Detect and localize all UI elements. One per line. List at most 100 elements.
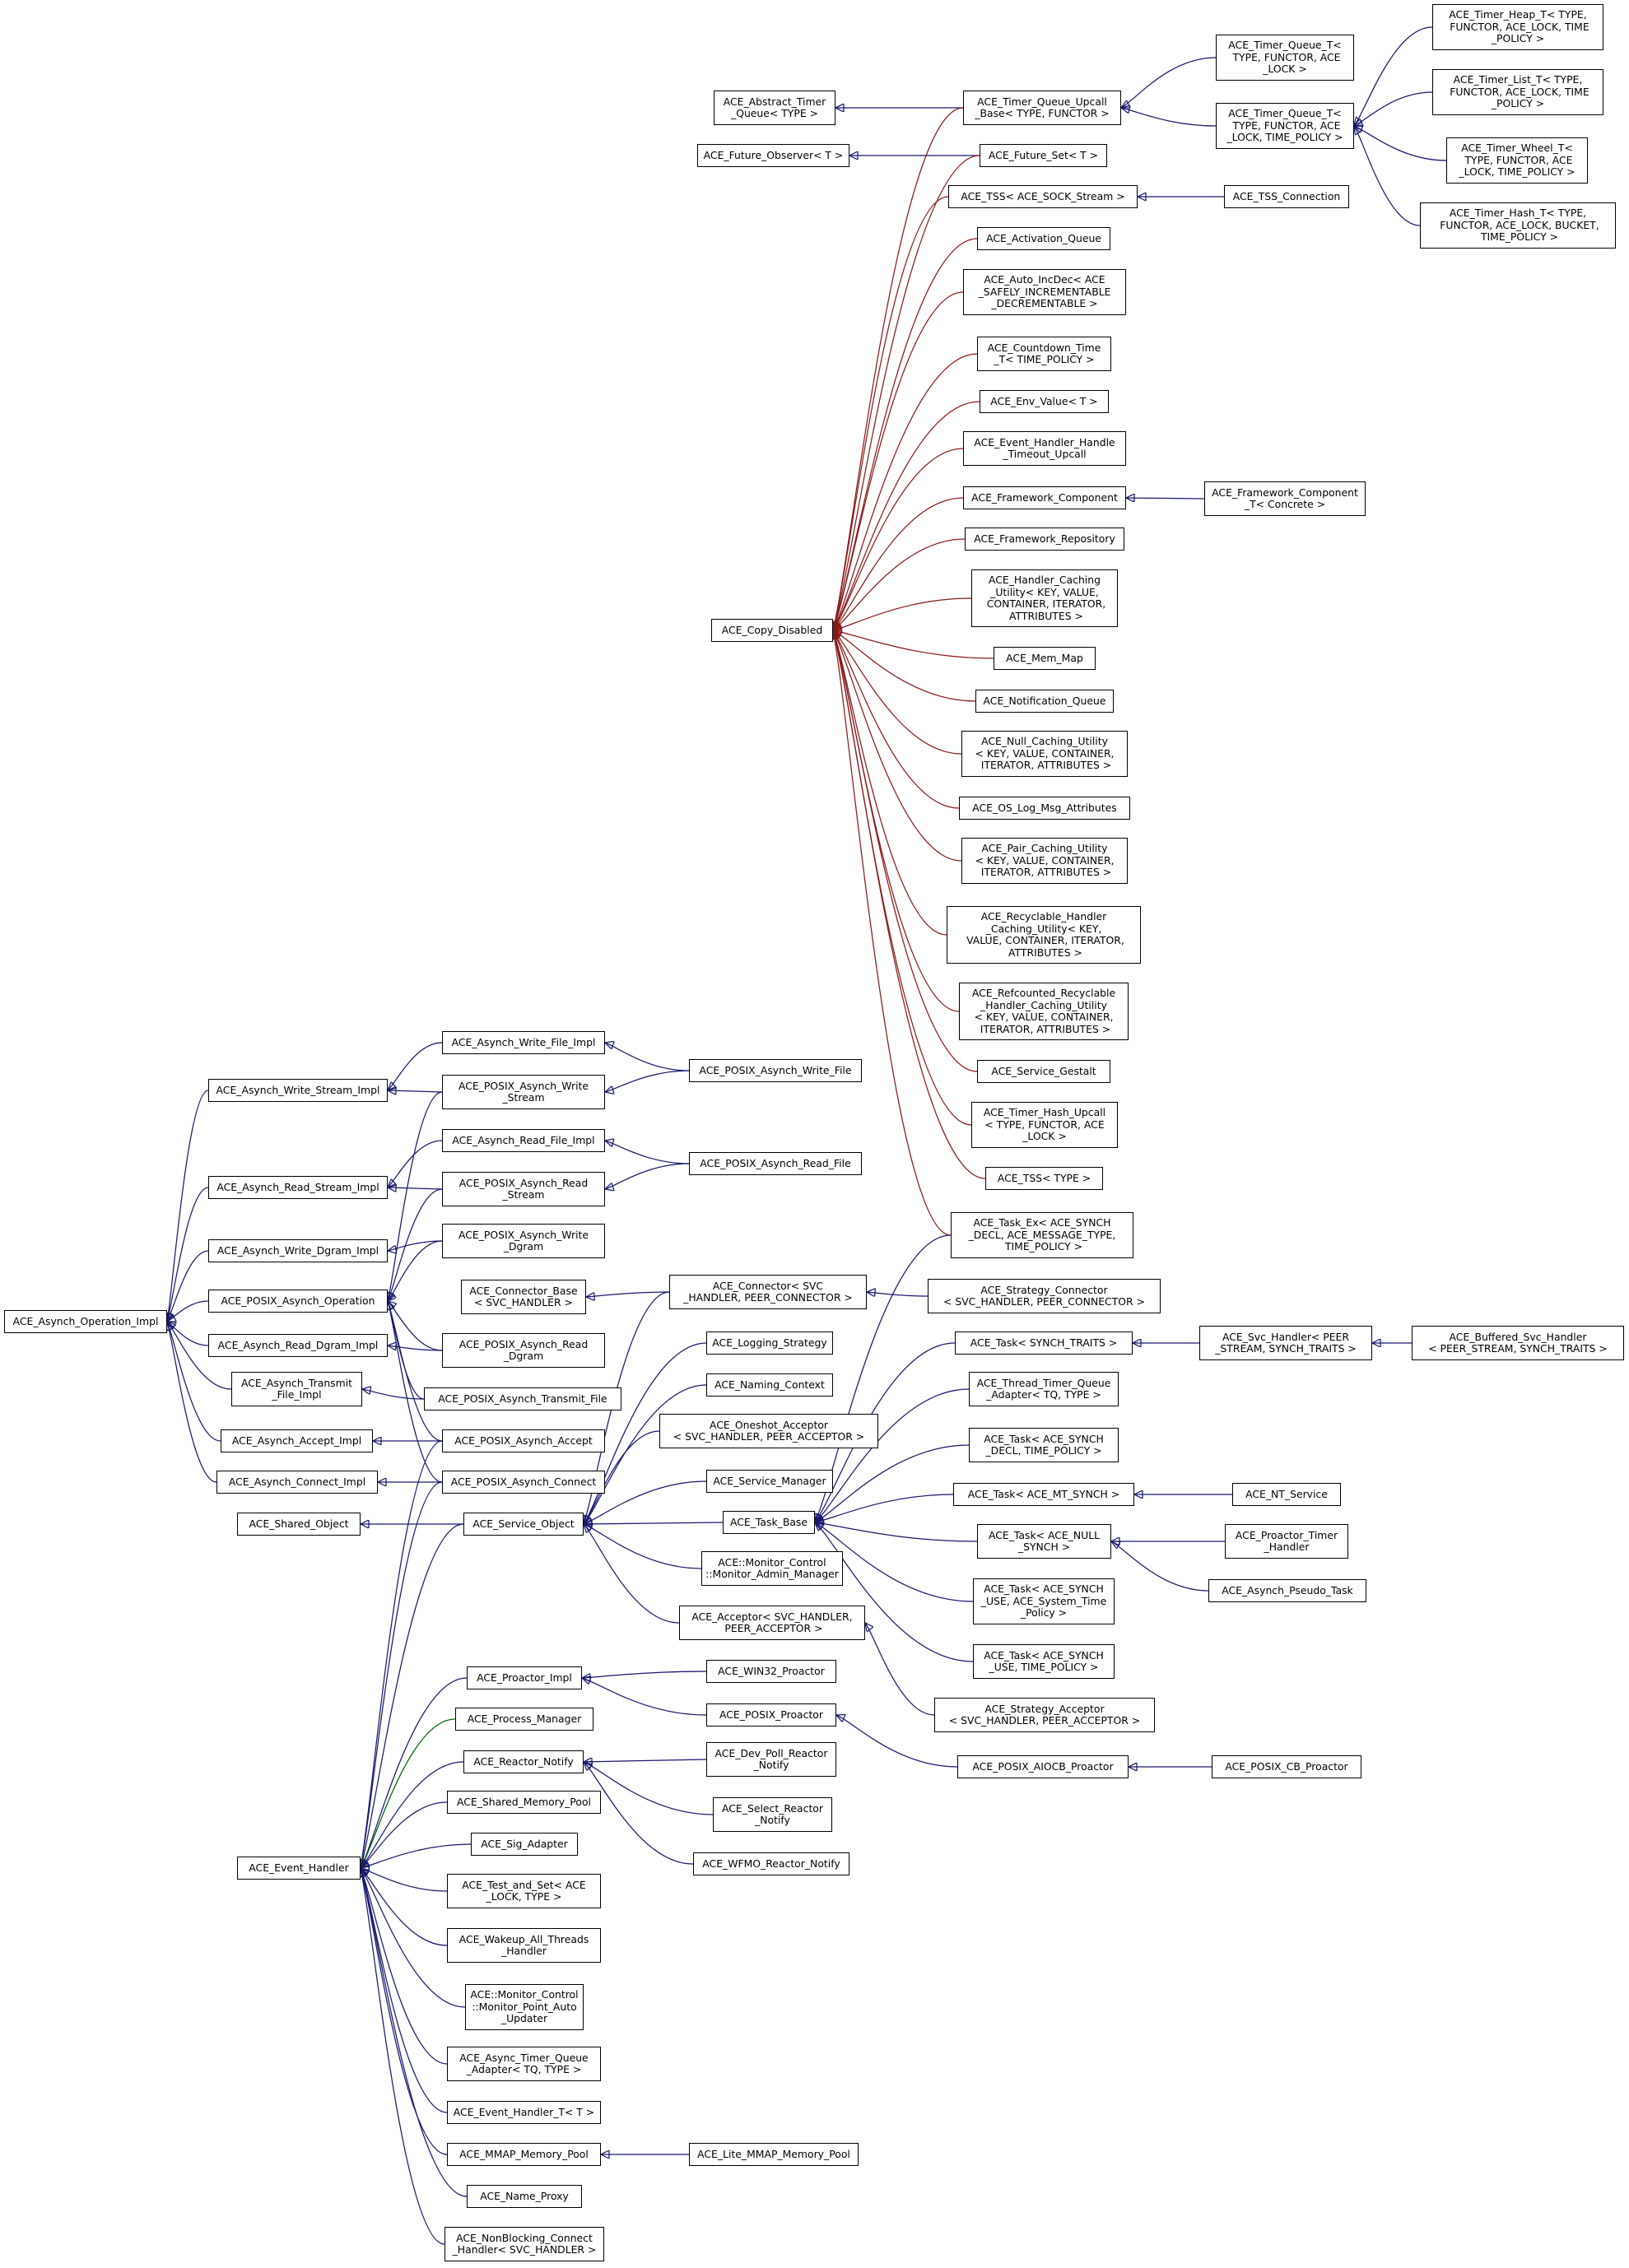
class-node-pawf[interactable]: ACE_POSIX_Asynch_Write_File xyxy=(689,1059,862,1082)
class-node-frep[interactable]: ACE_Framework_Repository xyxy=(965,527,1124,551)
class-node-tsu[interactable]: ACE_Task< ACE_SYNCH _USE, ACE_System_Tim… xyxy=(973,1578,1115,1624)
class-node-patf[interactable]: ACE_POSIX_Asynch_Transmit_File xyxy=(424,1387,621,1411)
class-node-oacc[interactable]: ACE_Oneshot_Acceptor < SVC_HANDLER, PEER… xyxy=(659,1414,878,1448)
class-node-pao[interactable]: ACE_POSIX_Asynch_Operation xyxy=(208,1290,388,1313)
class-node-tqt4[interactable]: ACE_Timer_Queue_T< TYPE, FUNCTOR, ACE _L… xyxy=(1216,103,1354,149)
class-node-ncu[interactable]: ACE_Null_Caching_Utility < KEY, VALUE, C… xyxy=(961,731,1128,777)
class-node-taskex[interactable]: ACE_Task_Ex< ACE_SYNCH _DECL, ACE_MESSAG… xyxy=(951,1212,1133,1258)
class-node-tas[interactable]: ACE_Test_and_Set< ACE _LOCK, TYPE > xyxy=(447,1874,601,1908)
class-node-fobs[interactable]: ACE_Future_Observer< T > xyxy=(697,144,849,167)
class-node-pars[interactable]: ACE_POSIX_Asynch_Read _Stream xyxy=(442,1172,605,1206)
class-node-pth[interactable]: ACE_Proactor_Timer _Handler xyxy=(1225,1524,1348,1559)
class-node-arsi[interactable]: ACE_Asynch_Read_Stream_Impl xyxy=(208,1176,388,1199)
class-node-cdis[interactable]: ACE_Copy_Disabled xyxy=(711,619,833,642)
class-node-aai[interactable]: ACE_Asynch_Accept_Impl xyxy=(221,1429,373,1452)
class-node-pcbp[interactable]: ACE_POSIX_CB_Proactor xyxy=(1212,1755,1361,1778)
class-node-twheel[interactable]: ACE_Timer_Wheel_T< TYPE, FUNCTOR, ACE _L… xyxy=(1446,137,1588,184)
class-node-smp[interactable]: ACE_Shared_Memory_Pool xyxy=(447,1791,601,1814)
class-node-oslog[interactable]: ACE_OS_Log_Msg_Attributes xyxy=(959,797,1130,820)
class-node-thu[interactable]: ACE_Timer_Hash_Upcall < TYPE, FUNCTOR, A… xyxy=(971,1102,1118,1148)
class-node-acc[interactable]: ACE_Acceptor< SVC_HANDLER, PEER_ACCEPTOR… xyxy=(679,1606,865,1640)
class-node-envv[interactable]: ACE_Env_Value< T > xyxy=(980,390,1109,413)
class-node-nbch[interactable]: ACE_NonBlocking_Connect _Handler< SVC_HA… xyxy=(444,2227,604,2261)
class-node-tssc[interactable]: ACE_TSS_Connection xyxy=(1224,185,1349,208)
class-node-tsutp[interactable]: ACE_Task< ACE_SYNCH _USE, TIME_POLICY > xyxy=(973,1644,1115,1679)
class-node-awsi[interactable]: ACE_Asynch_Write_Stream_Impl xyxy=(208,1079,388,1102)
class-node-cbase[interactable]: ACE_Connector_Base < SVC_HANDLER > xyxy=(461,1280,586,1314)
class-node-fset[interactable]: ACE_Future_Set< T > xyxy=(980,144,1107,167)
class-node-aeh[interactable]: ACE_Event_Handler xyxy=(237,1857,361,1880)
class-node-wath[interactable]: ACE_Wakeup_All_Threads _Handler xyxy=(447,1928,601,1963)
class-node-sgest[interactable]: ACE_Service_Gestalt xyxy=(977,1060,1110,1083)
class-node-mpau[interactable]: ACE::Monitor_Control ::Monitor_Point_Aut… xyxy=(465,1984,584,2030)
class-node-awfi[interactable]: ACE_Asynch_Write_File_Impl xyxy=(442,1031,605,1054)
class-node-tsst[interactable]: ACE_TSS< TYPE > xyxy=(985,1167,1103,1190)
class-node-pard[interactable]: ACE_POSIX_Asynch_Read _Dgram xyxy=(442,1333,605,1368)
class-node-paws[interactable]: ACE_POSIX_Asynch_Write _Stream xyxy=(442,1075,605,1109)
class-node-rnot[interactable]: ACE_Reactor_Notify xyxy=(463,1750,584,1773)
class-node-mmap[interactable]: ACE_MMAP_Memory_Pool xyxy=(447,2143,601,2166)
class-node-pmgr[interactable]: ACE_Process_Manager xyxy=(455,1708,593,1731)
class-node-sacc[interactable]: ACE_Strategy_Acceptor < SVC_HANDLER, PEE… xyxy=(934,1698,1155,1732)
class-node-tlist[interactable]: ACE_Timer_List_T< TYPE, FUNCTOR, ACE_LOC… xyxy=(1432,69,1603,115)
class-node-mmapm[interactable]: ACE_Mem_Map xyxy=(994,647,1096,670)
class-node-sobj[interactable]: ACE_Service_Object xyxy=(463,1513,584,1536)
class-node-awdi[interactable]: ACE_Asynch_Write_Dgram_Impl xyxy=(208,1239,388,1262)
class-node-tqt2[interactable]: ACE_Timer_Queue_T< TYPE, FUNCTOR, ACE _L… xyxy=(1216,35,1354,81)
class-node-atq[interactable]: ACE_Abstract_Timer _Queue< TYPE > xyxy=(714,91,835,125)
class-node-aid[interactable]: ACE_Auto_IncDec< ACE _SAFELY_INCREMENTAB… xyxy=(963,269,1126,315)
class-node-pcu[interactable]: ACE_Pair_Caching_Utility < KEY, VALUE, C… xyxy=(961,838,1128,884)
class-node-paa[interactable]: ACE_POSIX_Asynch_Accept xyxy=(442,1429,605,1452)
class-node-apt[interactable]: ACE_Asynch_Pseudo_Task xyxy=(1208,1579,1366,1602)
class-node-tqu[interactable]: ACE_Timer_Queue_Upcall _Base< TYPE, FUNC… xyxy=(963,91,1121,125)
class-node-bsvch[interactable]: ACE_Buffered_Svc_Handler < PEER_STREAM, … xyxy=(1412,1326,1624,1360)
class-node-lmmap[interactable]: ACE_Lite_MMAP_Memory_Pool xyxy=(689,2143,859,2166)
class-node-cdt[interactable]: ACE_Countdown_Time _T< TIME_POLICY > xyxy=(977,337,1111,371)
class-node-parf[interactable]: ACE_POSIX_Asynch_Read_File xyxy=(689,1152,862,1175)
class-node-arfi[interactable]: ACE_Asynch_Read_File_Impl xyxy=(442,1129,605,1152)
class-node-pac[interactable]: ACE_POSIX_Asynch_Connect xyxy=(442,1471,605,1494)
class-node-ttqa[interactable]: ACE_Thread_Timer_Queue _Adapter< TQ, TYP… xyxy=(969,1372,1119,1406)
class-node-smgr[interactable]: ACE_Service_Manager xyxy=(706,1470,833,1493)
class-node-sconn[interactable]: ACE_Strategy_Connector < SVC_HANDLER, PE… xyxy=(928,1279,1161,1313)
class-node-conn[interactable]: ACE_Connector< SVC _HANDLER, PEER_CONNEC… xyxy=(669,1275,867,1309)
class-node-aci[interactable]: ACE_Asynch_Connect_Impl xyxy=(216,1471,378,1494)
class-node-logs[interactable]: ACE_Logging_Strategy xyxy=(706,1332,833,1355)
class-node-wfmo[interactable]: ACE_WFMO_Reactor_Notify xyxy=(693,1852,849,1875)
class-node-rrhcu[interactable]: ACE_Refcounted_Recyclable _Handler_Cachi… xyxy=(959,983,1129,1040)
class-node-dprn[interactable]: ACE_Dev_Poll_Reactor _Notify xyxy=(706,1742,836,1777)
class-node-tsss[interactable]: ACE_TSS< ACE_SOCK_Stream > xyxy=(948,185,1138,208)
class-node-ehhtu[interactable]: ACE_Event_Handler_Handle _Timeout_Upcall xyxy=(963,431,1126,466)
class-node-aoi[interactable]: ACE_Asynch_Operation_Impl xyxy=(4,1310,167,1333)
class-node-rhcu[interactable]: ACE_Recyclable_Handler _Caching_Utility<… xyxy=(947,906,1141,964)
class-node-tmt[interactable]: ACE_Task< ACE_MT_SYNCH > xyxy=(953,1483,1134,1506)
class-node-svch[interactable]: ACE_Svc_Handler< PEER _STREAM, SYNCH_TRA… xyxy=(1199,1326,1372,1360)
class-node-tst[interactable]: ACE_Task< SYNCH_TRAITS > xyxy=(955,1332,1133,1355)
class-node-pawd[interactable]: ACE_POSIX_Asynch_Write _Dgram xyxy=(442,1224,605,1258)
class-node-pimpl[interactable]: ACE_Proactor_Impl xyxy=(467,1666,582,1689)
class-node-tns[interactable]: ACE_Task< ACE_NULL _SYNCH > xyxy=(977,1524,1111,1559)
class-node-nctx[interactable]: ACE_Naming_Context xyxy=(706,1373,833,1397)
class-node-nprox[interactable]: ACE_Name_Proxy xyxy=(467,2185,582,2208)
class-node-actq[interactable]: ACE_Activation_Queue xyxy=(977,227,1110,250)
class-node-ardi[interactable]: ACE_Asynch_Read_Dgram_Impl xyxy=(208,1334,388,1357)
class-node-fcomp[interactable]: ACE_Framework_Component xyxy=(963,486,1126,509)
class-node-w32p[interactable]: ACE_WIN32_Proactor xyxy=(706,1660,836,1683)
class-node-tsd[interactable]: ACE_Task< ACE_SYNCH _DECL, TIME_POLICY > xyxy=(969,1428,1119,1462)
class-node-tbase[interactable]: ACE_Task_Base xyxy=(723,1511,815,1534)
class-node-posp[interactable]: ACE_POSIX_Proactor xyxy=(706,1703,836,1727)
class-node-notq[interactable]: ACE_Notification_Queue xyxy=(975,690,1114,713)
class-node-theap[interactable]: ACE_Timer_Heap_T< TYPE, FUNCTOR, ACE_LOC… xyxy=(1432,4,1603,50)
class-node-mam[interactable]: ACE::Monitor_Control ::Monitor_Admin_Man… xyxy=(701,1551,843,1586)
class-node-srn[interactable]: ACE_Select_Reactor _Notify xyxy=(713,1797,832,1832)
class-node-eht[interactable]: ACE_Event_Handler_T< T > xyxy=(447,2101,601,2124)
class-node-atqa[interactable]: ACE_Async_Timer_Queue _Adapter< TQ, TYPE… xyxy=(447,2047,601,2081)
class-node-nts[interactable]: ACE_NT_Service xyxy=(1232,1483,1341,1506)
class-node-thash[interactable]: ACE_Timer_Hash_T< TYPE, FUNCTOR, ACE_LOC… xyxy=(1420,202,1616,249)
class-node-atfi[interactable]: ACE_Asynch_Transmit _File_Impl xyxy=(231,1372,362,1406)
class-node-siga[interactable]: ACE_Sig_Adapter xyxy=(471,1833,578,1856)
class-node-fcompt[interactable]: ACE_Framework_Component _T< Concrete > xyxy=(1204,481,1366,516)
class-node-paiocb[interactable]: ACE_POSIX_AIOCB_Proactor xyxy=(957,1755,1129,1778)
class-node-aso[interactable]: ACE_Shared_Object xyxy=(237,1513,361,1536)
class-node-hcu[interactable]: ACE_Handler_Caching _Utility< KEY, VALUE… xyxy=(971,569,1118,627)
